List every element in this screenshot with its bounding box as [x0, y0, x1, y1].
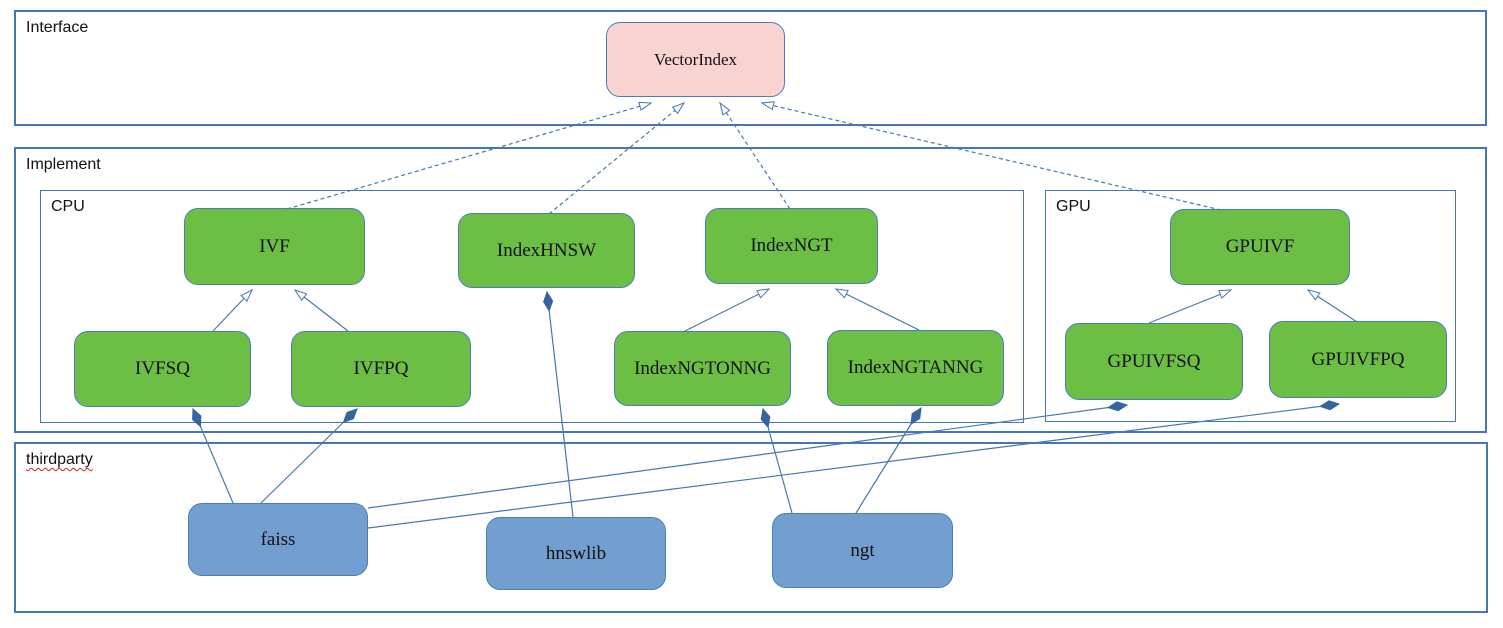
node-hnswlib-label: hnswlib — [545, 542, 607, 564]
node-ngt-label: ngt — [850, 539, 875, 561]
node-hnswlib: hnswlib — [486, 517, 666, 590]
node-indexngt: IndexNGT — [705, 208, 878, 284]
node-gpuivf-label: GPUIVF — [1225, 236, 1295, 257]
node-indexngtanng: IndexNGTANNG — [827, 330, 1004, 406]
node-faiss: faiss — [188, 503, 368, 576]
node-ngt: ngt — [772, 513, 953, 588]
node-vectorindex: VectorIndex — [606, 22, 785, 97]
container-cpu-label: CPU — [51, 198, 85, 215]
node-indexngt-label: IndexNGT — [750, 235, 833, 256]
node-ivfpq-label: IVFPQ — [353, 358, 409, 379]
node-ivf: IVF — [184, 208, 365, 285]
node-ivfsq: IVFSQ — [74, 331, 251, 407]
node-ivf-label: IVF — [259, 235, 290, 257]
node-indexngtanng-label: IndexNGTANNG — [847, 357, 984, 378]
container-thirdparty-label: thirdparty — [26, 451, 93, 468]
node-gpuivf: GPUIVF — [1170, 209, 1350, 285]
node-vectorindex-label: VectorIndex — [653, 49, 738, 69]
node-indexngtonng: IndexNGTONNG — [614, 331, 791, 406]
node-gpuivfsq: GPUIVFSQ — [1065, 323, 1243, 400]
node-gpuivfsq-label: GPUIVFSQ — [1107, 350, 1201, 372]
container-interface-label: Interface — [26, 19, 89, 36]
node-indexhnsw-label: IndexHNSW — [496, 239, 597, 261]
node-indexngtonng-label: IndexNGTONNG — [634, 357, 771, 379]
container-implement-label: Implement — [26, 156, 101, 173]
node-ivfsq-label: IVFSQ — [135, 358, 190, 379]
node-indexhnsw: IndexHNSW — [458, 213, 635, 288]
container-gpu-label: GPU — [1056, 198, 1091, 215]
node-gpuivfpq-label: GPUIVFPQ — [1311, 348, 1405, 370]
node-gpuivfpq: GPUIVFPQ — [1269, 321, 1447, 398]
node-ivfpq: IVFPQ — [291, 331, 471, 407]
node-faiss-label: faiss — [260, 528, 296, 550]
